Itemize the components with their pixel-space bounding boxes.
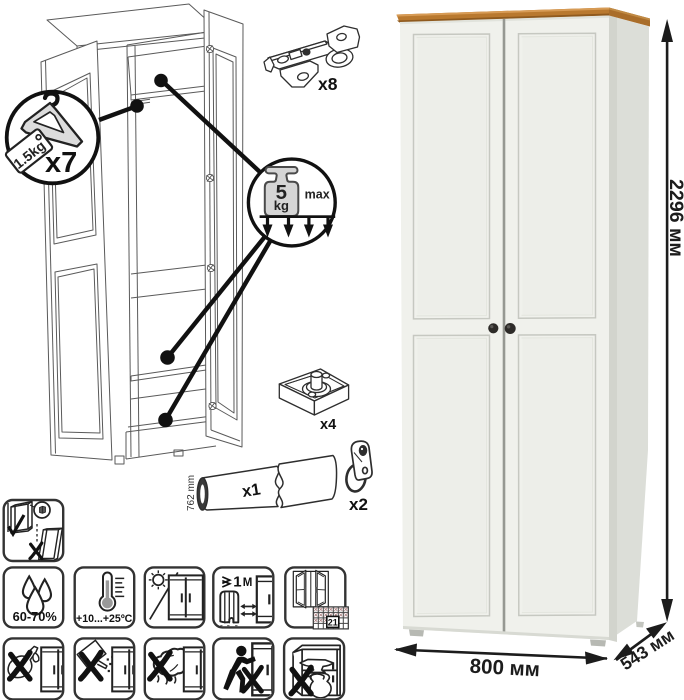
svg-text:+10...+25ºC: +10...+25ºC xyxy=(76,613,133,625)
svg-text:max: max xyxy=(305,188,330,202)
svg-text:800 мм: 800 мм xyxy=(469,655,540,682)
svg-text:M: M xyxy=(243,577,253,589)
svg-text:2296 мм: 2296 мм xyxy=(665,179,684,257)
svg-text:1: 1 xyxy=(233,573,241,590)
svg-text:x7: x7 xyxy=(45,147,77,179)
svg-text:kg: kg xyxy=(274,198,289,213)
svg-text:60-70%: 60-70% xyxy=(13,609,58,624)
svg-text:21: 21 xyxy=(328,617,338,627)
svg-text:762 mm: 762 mm xyxy=(186,475,197,511)
svg-text:5: 5 xyxy=(276,181,287,204)
svg-text:x1: x1 xyxy=(241,480,262,501)
svg-text:x2: x2 xyxy=(349,495,368,514)
svg-text:x4: x4 xyxy=(320,417,336,433)
svg-text:x8: x8 xyxy=(318,74,338,94)
